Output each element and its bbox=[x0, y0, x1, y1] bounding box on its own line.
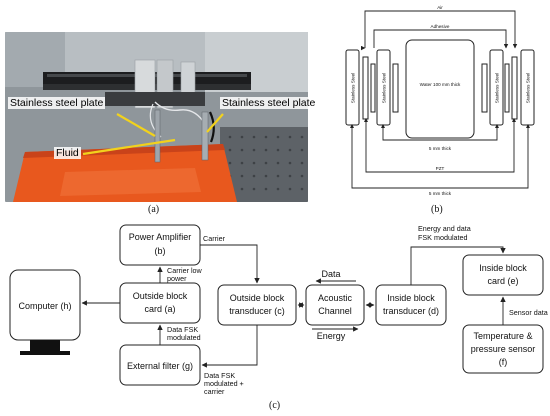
label-steel-inner-right: Stainless Steel bbox=[495, 73, 500, 103]
label-inside-transducer-1: Inside block bbox=[387, 293, 435, 303]
label-data-fsk-carrier-3: carrier bbox=[204, 387, 225, 396]
caption-c: (c) bbox=[269, 400, 281, 411]
label-data-fsk-carrier-2: modulated + bbox=[204, 379, 244, 388]
arrow-transducer-to-filter bbox=[201, 325, 258, 368]
adhesive-left bbox=[370, 63, 376, 113]
label-steel-inner-left: Stainless Steel bbox=[382, 73, 387, 103]
water-block bbox=[405, 39, 475, 139]
outside-card-block bbox=[119, 282, 201, 324]
label-sensor-2: pressure sensor bbox=[471, 344, 536, 354]
label-acoustic-2: Channel bbox=[318, 306, 352, 316]
caption-a: (a) bbox=[148, 204, 160, 215]
label-outside-card-2: card (a) bbox=[144, 304, 175, 314]
label-outside-transducer-1: Outside block bbox=[230, 293, 285, 303]
computer-base-icon bbox=[20, 351, 70, 355]
label-air: Air bbox=[437, 5, 443, 10]
label-pzt: PZT bbox=[436, 166, 445, 171]
label-data-fsk-2: modulated bbox=[167, 333, 201, 342]
label-energy: Energy bbox=[317, 331, 346, 341]
label-inside-card-2: card (e) bbox=[487, 276, 518, 286]
power-amp-block bbox=[119, 224, 201, 266]
label-adhesive: Adhesive bbox=[431, 24, 450, 29]
label-fluid: Fluid bbox=[54, 147, 81, 159]
computer-stand-icon bbox=[30, 340, 60, 351]
label-energy-fsk-1: Energy and data bbox=[418, 224, 471, 233]
label-carrier-low-1: Carrier low bbox=[167, 266, 203, 275]
label-data: Data bbox=[321, 269, 340, 279]
pzt-right-outer bbox=[511, 56, 518, 120]
label-sensor-data: Sensor data bbox=[509, 308, 548, 317]
arrow-inside-transducer-to-card bbox=[410, 246, 506, 285]
label-thick-outer: 5 mm thick bbox=[429, 191, 452, 196]
caption-b: (b) bbox=[431, 204, 443, 215]
label-carrier: Carrier bbox=[203, 234, 226, 243]
label-outside-card-1: Outside block bbox=[133, 291, 188, 301]
acoustic-channel-block bbox=[305, 284, 365, 326]
pzt-left-outer bbox=[362, 56, 369, 120]
panel-a-photo bbox=[5, 32, 308, 202]
label-steel-outer-left: Stainless Steel bbox=[351, 73, 356, 103]
label-sensor-3: (f) bbox=[499, 357, 508, 367]
label-energy-fsk-2: FSK modulated bbox=[418, 233, 468, 242]
label-steel-outer-right: Stainless Steel bbox=[526, 73, 531, 103]
label-data-fsk-carrier-1: Data FSK bbox=[204, 371, 235, 380]
pzt-right-inner bbox=[481, 63, 488, 113]
arrow-amp-to-transducer bbox=[200, 244, 260, 284]
outside-transducer-block bbox=[217, 284, 297, 326]
label-inside-transducer-2: transducer (d) bbox=[383, 306, 439, 316]
label-water: Water 100 mm thick bbox=[420, 82, 461, 87]
label-external-filter: External filter (g) bbox=[127, 361, 193, 371]
label-outside-transducer-2: transducer (c) bbox=[229, 306, 285, 316]
label-power-amp-1: Power Amplifier bbox=[129, 232, 192, 242]
label-thick-inner: 5 mm thick bbox=[429, 146, 452, 151]
panel-c-diagram: Computer (h) Power Amplifier (b) Outside… bbox=[9, 224, 548, 396]
label-inside-card-1: Inside block bbox=[479, 263, 527, 273]
pzt-left-inner bbox=[392, 63, 399, 113]
label-plate-left: Stainless steel plate bbox=[8, 97, 106, 109]
inside-card-block bbox=[462, 254, 544, 296]
inside-transducer-block bbox=[375, 284, 447, 326]
panel-b-diagram: Air Adhesive Stainless Steel Stainless S… bbox=[345, 5, 535, 196]
label-data-fsk-1: Data FSK bbox=[167, 325, 198, 334]
label-carrier-low-2: power bbox=[167, 274, 187, 283]
label-plate-right: Stainless steel plate bbox=[220, 97, 318, 109]
label-acoustic-1: Acoustic bbox=[318, 293, 353, 303]
label-computer: Computer (h) bbox=[18, 301, 71, 311]
label-power-amp-2: (b) bbox=[155, 246, 166, 256]
adhesive-right bbox=[504, 63, 510, 113]
label-sensor-1: Temperature & bbox=[473, 331, 532, 341]
